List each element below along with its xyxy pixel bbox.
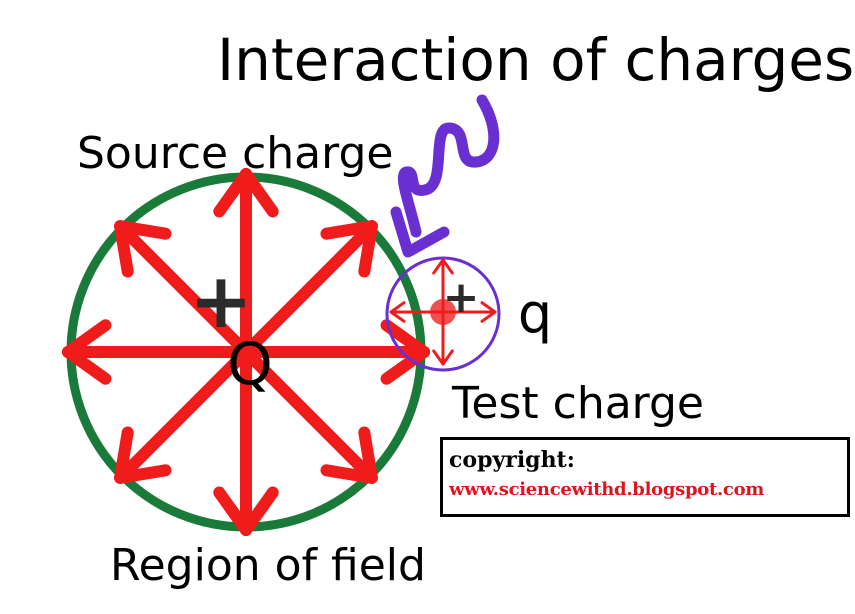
source-arrow-3 — [114, 220, 252, 358]
source-charge-sign: + — [189, 256, 253, 345]
source-arrow-6 — [213, 346, 279, 536]
source-charge-label: Source charge — [77, 128, 393, 179]
copyright-url: www.sciencewithd.blogspot.com — [449, 479, 765, 500]
diagram-title: Interaction of charges — [217, 26, 854, 94]
source-charge-symbol: Q — [227, 330, 273, 398]
test-arrow-1 — [432, 258, 454, 314]
field-region-label: Region of field — [110, 540, 426, 591]
pointer-arrow-icon — [390, 94, 500, 258]
source-arrow-4 — [62, 319, 252, 385]
test-charge-symbol: q — [518, 282, 552, 345]
source-arrow-5 — [114, 346, 252, 484]
source-field-arrows — [62, 168, 430, 536]
test-charge-sign: + — [443, 272, 480, 323]
copyright-label: copyright: — [449, 447, 575, 473]
test-arrow-0 — [441, 301, 497, 323]
source-arrow-1 — [240, 220, 378, 358]
copyright-box: copyright: www.sciencewithd.blogspot.com — [440, 437, 850, 517]
source-arrow-7 — [240, 346, 378, 484]
test-charge-label: Test charge — [451, 378, 704, 429]
test-field-arrows — [389, 258, 497, 366]
test-arrow-2 — [389, 301, 445, 323]
test-arrow-3 — [432, 310, 454, 366]
source-arrow-0 — [240, 319, 430, 385]
source-arrow-2 — [213, 168, 279, 358]
test-charge-circle — [385, 256, 501, 372]
